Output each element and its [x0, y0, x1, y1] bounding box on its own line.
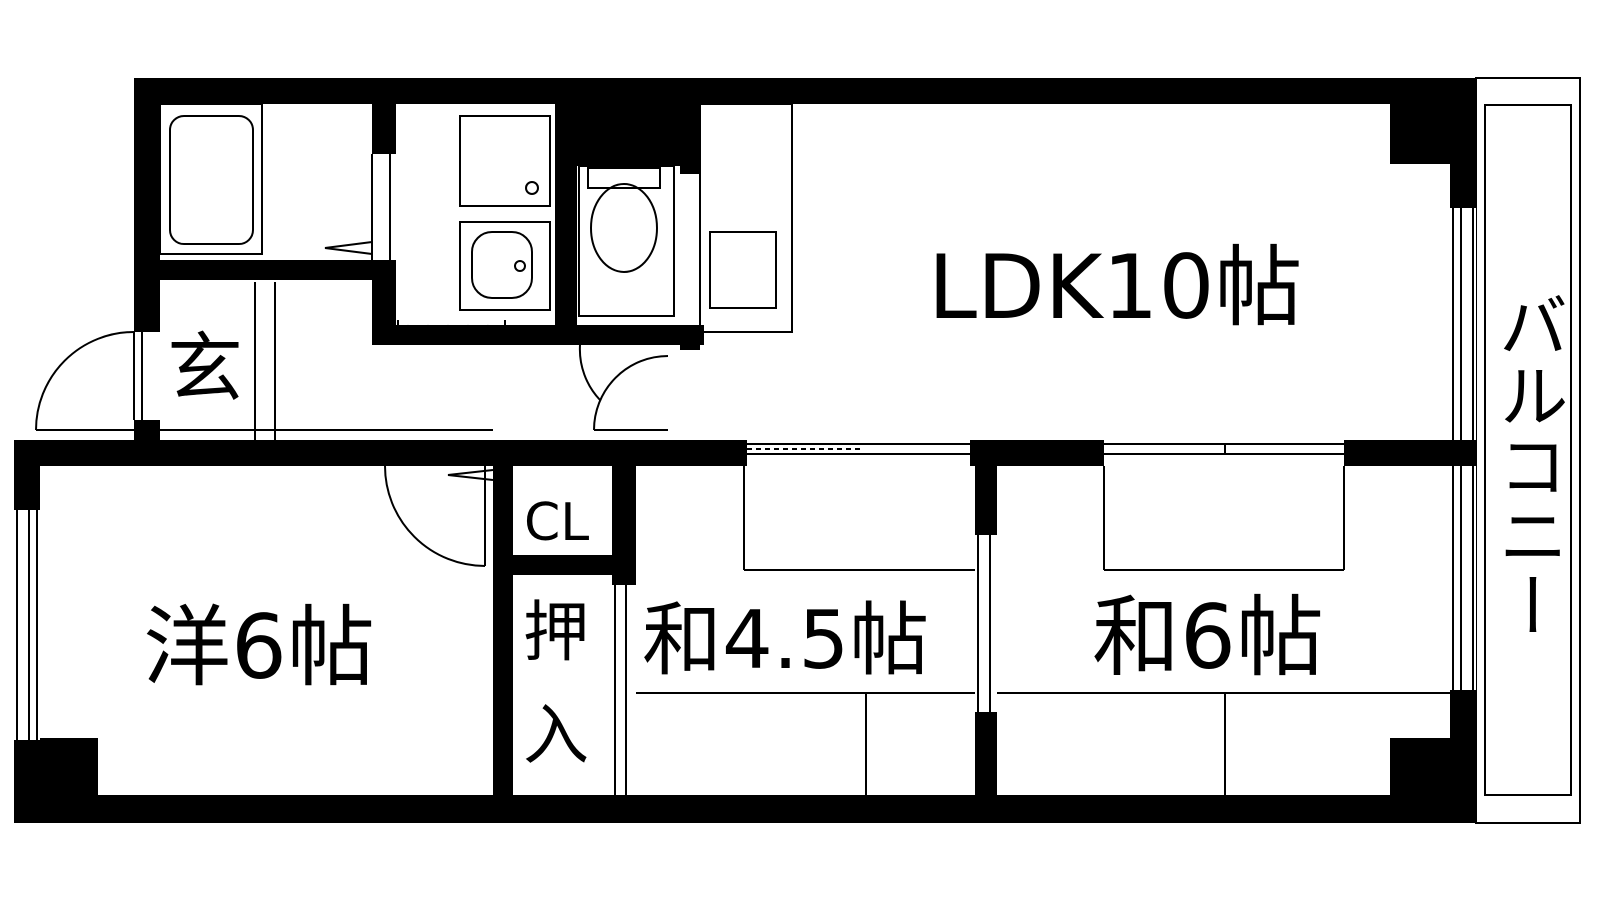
interior-walls	[134, 104, 1476, 823]
room-label-ldk: LDK10帖	[928, 236, 1302, 339]
room-label-japanese-large: 和6帖	[1092, 586, 1324, 689]
room-label-oshiire-bottom: 入	[523, 697, 589, 774]
doors	[35, 154, 669, 567]
exterior-walls	[14, 78, 1476, 823]
bathtub-icon	[159, 103, 263, 255]
partition-lines	[160, 282, 493, 440]
washing-machine-pan-icon	[397, 320, 506, 339]
washbasin-icon	[459, 115, 551, 311]
toilet-icon	[578, 165, 675, 317]
tatami-mats-small	[636, 466, 975, 795]
room-label-entrance: 玄	[167, 324, 243, 413]
room-label-closet: CL	[524, 493, 589, 553]
room-label-oshiire-top: 押	[523, 594, 589, 671]
room-label-western: 洋6帖	[143, 596, 375, 699]
kitchen-counter	[699, 103, 793, 333]
tatami-mats-large	[997, 466, 1450, 795]
windows	[14, 208, 1476, 795]
room-label-balcony: バルコニー	[1487, 290, 1569, 640]
room-label-japanese-small: 和4.5帖	[642, 594, 929, 687]
